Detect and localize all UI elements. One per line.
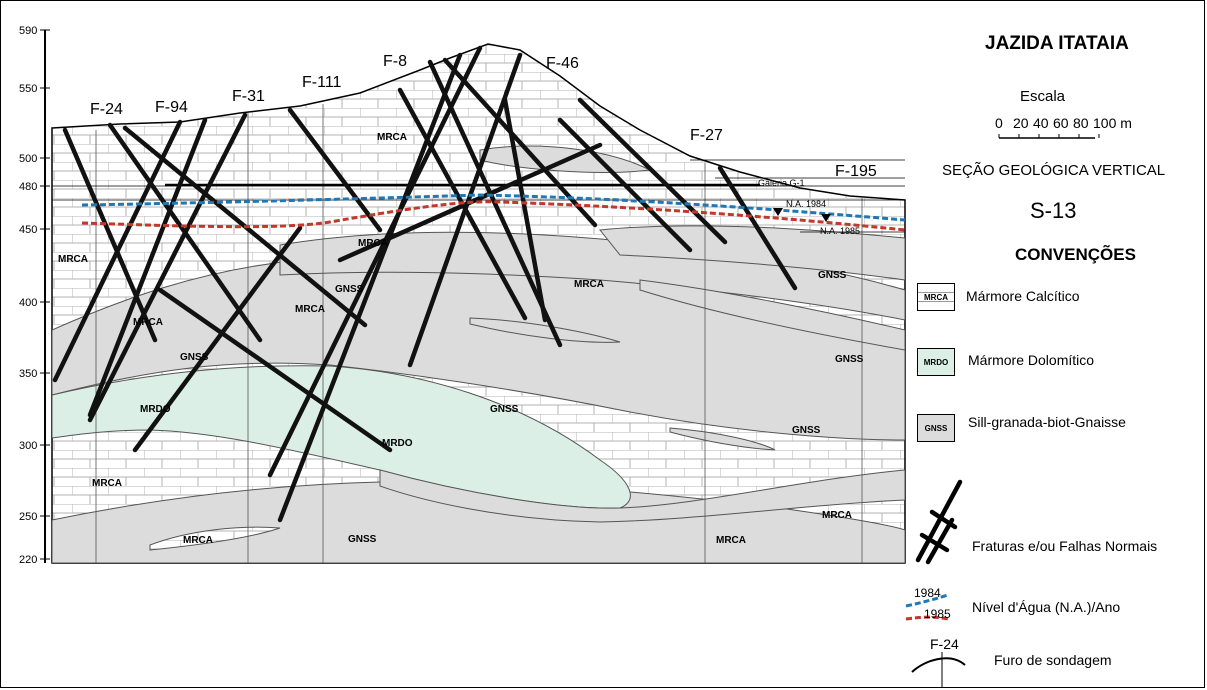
gneiss-lens-mid (469, 317, 621, 343)
drill-label-f24: F-24 (90, 101, 123, 118)
unit-label: GNSS (792, 425, 821, 436)
unit-label: MRCA (358, 238, 388, 249)
water-marker-1985 (821, 214, 831, 222)
unit-label: MRCA (822, 510, 852, 521)
gneiss-band-upper (279, 231, 905, 321)
legend-label-gnss: Sill-granada-biot-Gnaisse (968, 414, 1126, 430)
drill-legend-symbol (911, 657, 966, 673)
legend-label-faults: Fraturas e/ou Falhas Normais (972, 538, 1158, 554)
drill-label-f31: F-31 (232, 88, 265, 105)
fault-legend-symbol (915, 479, 963, 565)
unit-label: MRDO (382, 438, 413, 449)
unit-label: GNSS (335, 284, 364, 295)
water-legend-1985 (905, 615, 949, 621)
water-legend-1984 (905, 593, 949, 608)
unit-label: MRCA (716, 535, 746, 546)
gneiss-lens-small (669, 427, 776, 451)
unit-label: GNSS (835, 354, 864, 365)
legend-swatch-mrdo: MRDO (917, 348, 955, 376)
na-1985-label: N.A. 1985 (820, 226, 860, 236)
drill-label-f111: F-111 (302, 74, 342, 91)
scale-tick-60: 60 (1053, 115, 1069, 131)
na-1984-label: N.A. 1984 (786, 199, 826, 209)
legend-code-gnss: GNSS (924, 423, 948, 433)
unit-label: GNSS (818, 270, 847, 281)
water-level-1984 (81, 193, 906, 222)
scale-tick-20: 20 (1013, 115, 1029, 131)
elev-tick-450: 450 (19, 224, 37, 236)
figure-title: JAZIDA ITATAIA (985, 33, 1129, 54)
elev-tick-350: 350 (19, 368, 37, 380)
legend-year-1984: 1984 (914, 586, 941, 600)
water-marker-1984 (773, 208, 783, 216)
unit-label: GNSS (490, 404, 519, 415)
unit-label: MRCA (377, 132, 407, 143)
unit-label: MRCA (133, 317, 163, 328)
elev-tick-480: 480 (19, 181, 37, 193)
section-id: S-13 (1030, 198, 1077, 223)
conventions-title: CONVENÇÕES (1015, 245, 1136, 264)
scale-tick-0: 0 (995, 115, 1003, 131)
elev-tick-400: 400 (19, 297, 37, 309)
unit-label: MRCA (58, 254, 88, 265)
scale-bar (998, 134, 1100, 139)
drill-label-f8: F-8 (383, 53, 407, 70)
gneiss-band-middle-right (639, 279, 905, 351)
gallery-label: Galeria G-1 (758, 178, 805, 188)
mrca-lens-bottom (149, 526, 281, 551)
drill-hole-verticals (95, 104, 863, 563)
scale-tick-80: 80 (1073, 115, 1089, 131)
unit-label: GNSS (348, 534, 377, 545)
elev-tick-250: 250 (19, 511, 37, 523)
gneiss-band-below-mrdo (379, 469, 905, 523)
legend-label-mrdo: Mármore Dolomítico (968, 352, 1095, 368)
drill-label-f27: F-27 (690, 127, 723, 144)
unit-label: MRCA (92, 478, 122, 489)
unit-label: MRCA (183, 535, 213, 546)
legend-swatch-gnss: GNSS (917, 414, 955, 442)
legend-swatch-mrca: MRCA (917, 283, 955, 311)
drill-label-f195: F-195 (835, 163, 877, 180)
legend-label-drill: Furo de sondagem (994, 652, 1112, 668)
drill-label-f94: F-94 (155, 99, 188, 116)
scale-tick-40: 40 (1033, 115, 1049, 131)
scale-tick-100: 100 m (1093, 115, 1132, 131)
legend-label-mrca: Mármore Calcítico (966, 288, 1080, 304)
unit-label: MRDO (140, 404, 171, 415)
elev-tick-300: 300 (19, 440, 37, 452)
elev-tick-220: 220 (19, 554, 37, 566)
unit-label: GNSS (180, 352, 209, 363)
drill-label-f46: F-46 (546, 55, 579, 72)
unit-label: MRCA (295, 304, 325, 315)
legend-drill-code: F-24 (930, 636, 959, 652)
elev-tick-590: 590 (19, 25, 37, 37)
legend-code-mrdo: MRDO (923, 357, 949, 367)
section-title: SEÇÃO GEOLÓGICA VERTICAL (942, 162, 1166, 179)
legend-code-mrca: MRCA (924, 292, 948, 302)
legend-label-water: Nível d'Água (N.A.)/Ano (972, 599, 1121, 615)
elev-tick-550: 550 (19, 83, 37, 95)
legend-year-1985: 1985 (924, 607, 951, 621)
unit-label: MRCA (574, 279, 604, 290)
scale-label: Escala (1020, 88, 1066, 105)
elev-tick-500: 500 (19, 153, 37, 165)
water-level-1985 (81, 200, 906, 232)
